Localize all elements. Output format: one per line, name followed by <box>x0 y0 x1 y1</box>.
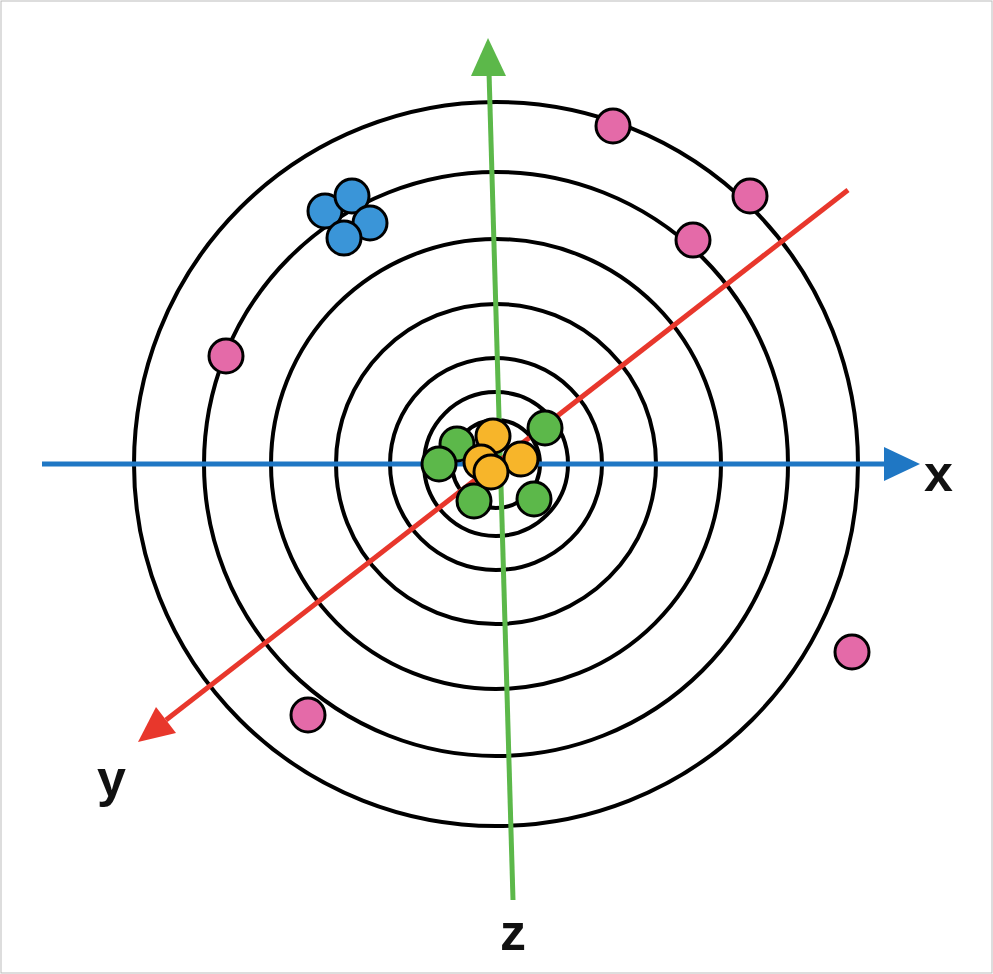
z-axis <box>471 38 513 900</box>
electron <box>676 223 710 257</box>
axis-label: x <box>924 447 953 499</box>
neutron <box>517 482 551 516</box>
arrow-head <box>471 38 506 76</box>
y-axis <box>138 190 848 742</box>
electron <box>835 635 869 669</box>
axis-line <box>166 190 848 720</box>
electrons <box>209 109 869 732</box>
arrow-head <box>138 707 176 742</box>
arrow-head <box>884 447 920 481</box>
axis-label: y <box>97 752 126 804</box>
nucleus <box>422 411 562 518</box>
axis-label: z <box>500 906 526 958</box>
electron <box>596 109 630 143</box>
electron <box>209 339 243 373</box>
proton <box>474 455 508 489</box>
particle <box>327 221 361 255</box>
neutron <box>422 447 456 481</box>
electron <box>291 698 325 732</box>
blue-cluster <box>308 179 387 255</box>
electron <box>733 179 767 213</box>
neutron <box>528 411 562 445</box>
